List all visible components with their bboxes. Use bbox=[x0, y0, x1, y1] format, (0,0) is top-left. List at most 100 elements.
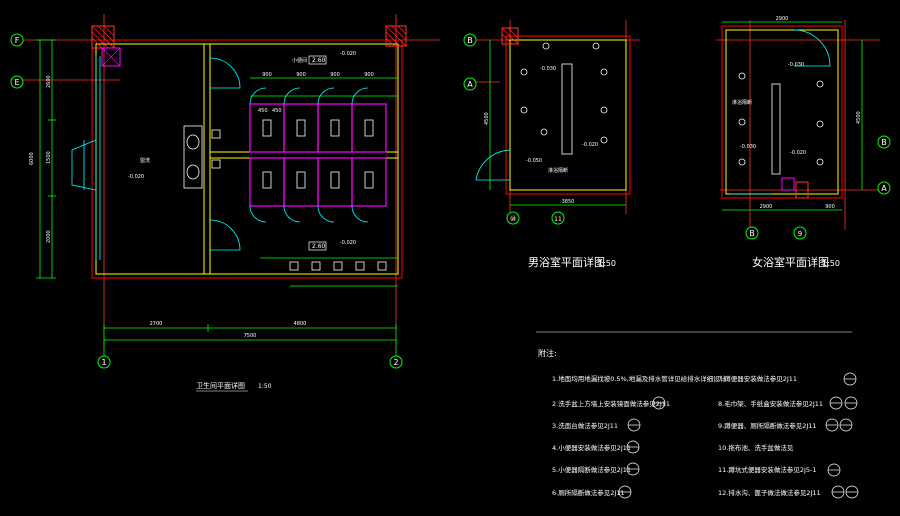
axis-label-E: E bbox=[14, 78, 19, 87]
notes-heading: 附注: bbox=[538, 348, 557, 358]
level-1: -0.020 bbox=[340, 51, 356, 57]
main-plan-scale: 1:50 bbox=[258, 383, 272, 390]
column-hatch bbox=[91, 25, 115, 49]
women-level-3: -0.030 bbox=[740, 144, 756, 150]
basin-2 bbox=[186, 164, 200, 180]
axis-label-11: 11 bbox=[554, 216, 562, 223]
stall-dim: 900 bbox=[296, 72, 306, 78]
stall bbox=[351, 157, 387, 207]
women-side-dim: 900 bbox=[825, 204, 835, 210]
note-9: 9.蹲便器、厕所隔断做法参见2J11 bbox=[718, 421, 817, 430]
axis-label-B-right: B bbox=[881, 138, 887, 147]
squat-toilet bbox=[364, 171, 374, 189]
notes: 附注: 1.地面均用地漏找坡0.5%,地漏及排水管详见给排水详细设计 2.洗手盆… bbox=[536, 331, 859, 499]
room-label-urinal: 小便间 bbox=[292, 57, 307, 64]
men-plan: B A ⑩ 11 4500 3850 -0.030 -0.020 -0.050 … bbox=[463, 20, 640, 269]
axis-label-9: 9 bbox=[798, 230, 802, 238]
squat-toilet bbox=[296, 171, 306, 189]
women-scale: 1:50 bbox=[822, 259, 840, 268]
women-inner-wall bbox=[725, 29, 839, 195]
outer-wall bbox=[91, 39, 403, 279]
seg-right-label: 4800 bbox=[294, 321, 307, 327]
men-door bbox=[475, 149, 511, 181]
axis-bubble-B-right bbox=[877, 135, 891, 149]
men-shower-heads bbox=[520, 42, 608, 144]
men-level-3: -0.050 bbox=[526, 158, 542, 164]
note-2: 2.洗手盆上方墙上安装镜面做法参见2J11 bbox=[552, 399, 670, 408]
door-lower bbox=[209, 219, 241, 251]
note-4: 4.小便器安装做法参见2J11 bbox=[552, 443, 631, 452]
women-shower-heads bbox=[738, 72, 824, 166]
overall-width-label: 7500 bbox=[244, 333, 257, 339]
note-8: 8.毛巾架、手纸盒安装做法参见2J11 bbox=[718, 399, 823, 408]
detail-reference-symbols bbox=[618, 372, 859, 499]
women-label: 淋浴隔断 bbox=[732, 99, 752, 106]
level-2: -0.020 bbox=[128, 174, 144, 180]
seg-left-label: 2700 bbox=[150, 321, 163, 327]
small-dim: 450 bbox=[272, 108, 282, 114]
women-shower-partition bbox=[771, 83, 781, 175]
men-level-1: -0.030 bbox=[540, 66, 556, 72]
note-1: 1.地面均用地漏找坡0.5%,地漏及排水管详见给排水详细设计 bbox=[552, 374, 727, 383]
stall bbox=[351, 103, 387, 153]
axis-label-2: 2 bbox=[393, 358, 398, 367]
axis-bubble-A-right bbox=[877, 181, 891, 195]
stall-dim: 900 bbox=[262, 72, 272, 78]
men-inner-wall bbox=[509, 39, 627, 191]
axis-bubble-9 bbox=[793, 226, 807, 240]
note-7: 7.蹲便器安装做法参见2J11 bbox=[718, 374, 797, 383]
women-door bbox=[793, 29, 831, 67]
axis-bubble-11 bbox=[551, 211, 565, 225]
axis-label-1: 1 bbox=[101, 358, 106, 367]
note-11: 11.蹲坑式便器安装做法参见2J5-1 bbox=[718, 465, 817, 474]
axis-bubble-10 bbox=[506, 211, 520, 225]
left-dim-1: 2600 bbox=[46, 75, 52, 88]
left-dim-2: 1500 bbox=[46, 151, 52, 164]
stall bbox=[283, 157, 319, 207]
stalls-lower bbox=[249, 157, 387, 207]
axis-bubble-B bbox=[463, 33, 477, 47]
women-plan: B A B 9 2900 4500 2900 900 -0.030 -0.020… bbox=[716, 16, 891, 269]
note-12: 12.排水沟、篦子做法做法参见2J11 bbox=[718, 488, 821, 497]
men-height-dim: 4500 bbox=[484, 112, 490, 125]
axis-bubble-A bbox=[463, 77, 477, 91]
left-dim-3: 2000 bbox=[46, 230, 52, 243]
level-3: -0.020 bbox=[340, 240, 356, 246]
women-level-2: -0.020 bbox=[790, 150, 806, 156]
stall bbox=[283, 103, 319, 153]
squat-toilet bbox=[364, 119, 374, 137]
squat-toilet bbox=[330, 119, 340, 137]
squat-toilet bbox=[262, 119, 272, 137]
men-level-2: -0.020 bbox=[582, 142, 598, 148]
door-upper bbox=[209, 57, 241, 89]
note-10: 10.拖布池、洗手盆做法见 bbox=[718, 443, 794, 452]
women-width-dim: 2900 bbox=[776, 16, 789, 22]
urinals bbox=[289, 261, 387, 271]
wash-counter bbox=[183, 125, 203, 189]
column-top-right bbox=[385, 25, 407, 47]
stall bbox=[249, 157, 285, 207]
main-plan-caption: 卫生间平面详图 bbox=[196, 381, 245, 390]
axis-label-B-bottom: B bbox=[749, 229, 755, 238]
tag-1: 2.60 bbox=[312, 57, 326, 64]
room-label-wash: 盥洗 bbox=[140, 157, 150, 164]
main-plan: F E 1 2 6000 2600 1500 2000 2700 4800 75… bbox=[10, 14, 440, 392]
men-label: 淋浴隔断 bbox=[548, 167, 568, 174]
women-outer-wall bbox=[721, 25, 843, 199]
stall-dim: 900 bbox=[330, 72, 340, 78]
small-dim: 450 bbox=[258, 108, 268, 114]
squat-toilet bbox=[330, 171, 340, 189]
women-height-dim: 4500 bbox=[856, 111, 862, 124]
mop-sink bbox=[101, 47, 121, 67]
men-shower-partition bbox=[561, 63, 573, 155]
men-title: 男浴室平面详图 bbox=[528, 255, 605, 269]
axis-bubble-E bbox=[10, 75, 24, 89]
women-width-bottom: 2900 bbox=[760, 204, 773, 210]
stall bbox=[317, 157, 353, 207]
squat-toilet bbox=[296, 119, 306, 137]
stall bbox=[317, 103, 353, 153]
axis-label-F: F bbox=[15, 36, 20, 45]
women-level-1: -0.030 bbox=[788, 62, 804, 68]
axis-bubble-F bbox=[10, 33, 24, 47]
